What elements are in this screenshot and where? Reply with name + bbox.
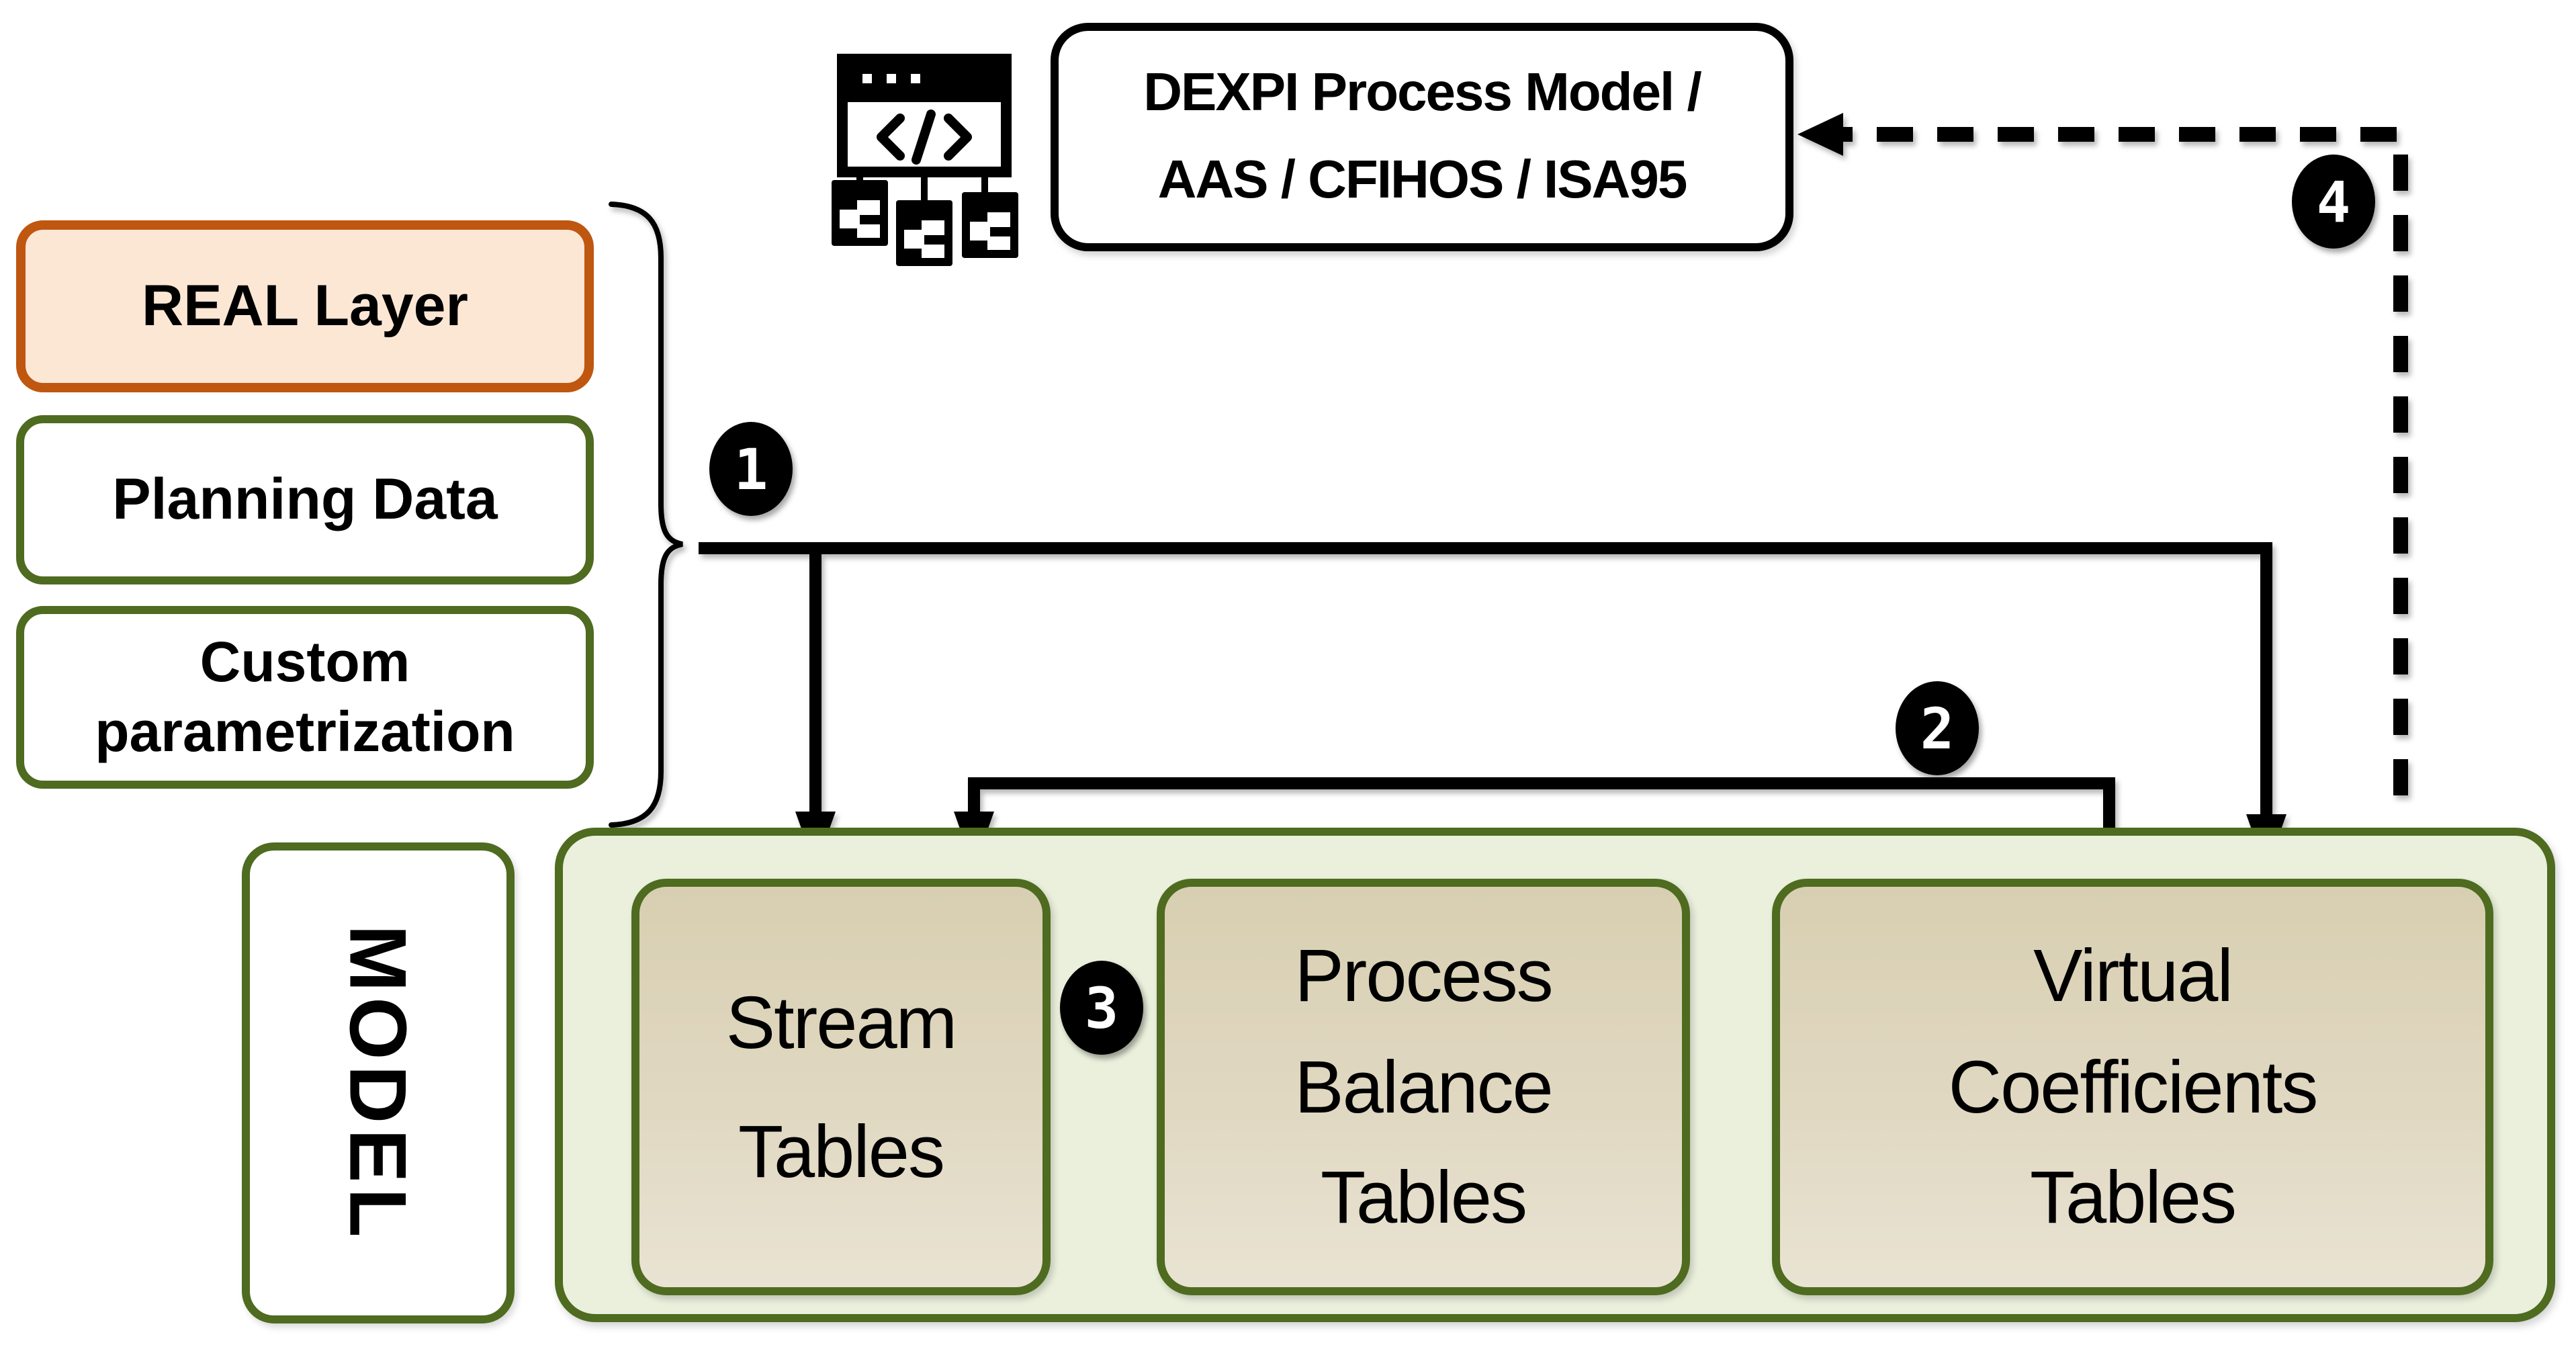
table-icon-2 [896,200,952,266]
planning-data-box: Planning Data [16,415,594,584]
dexpi-process-model-box: DEXPI Process Model / AAS / CFIHOS / ISA… [1051,23,1793,251]
stream-tables-box: Stream Tables [631,879,1051,1295]
stream-tables-line1: Stream [725,980,958,1064]
code-window-tables-icon [832,54,1018,266]
step4-dashed-line [1816,127,2408,820]
virtual-coefficients-line3: Tables [2030,1156,2237,1239]
dexpi-label-line2: AAS / CFIHOS / ISA95 [1157,150,1688,210]
process-balance-line1: Process [1294,934,1553,1018]
step1-connector-line [699,542,2272,817]
process-balance-line2: Balance [1294,1045,1554,1129]
process-balance-line3: Tables [1321,1156,1527,1239]
custom-parametrization-line1: Custom [199,629,410,693]
code-slash [912,110,936,165]
code-window-icon [837,54,1012,177]
custom-parametrization-box: Custom parametrization [16,606,594,789]
code-chevron-right [944,114,972,161]
step4-arrowhead-dexpi [1797,113,1843,156]
virtual-coefficients-line2: Coefficients [1948,1045,2319,1129]
real-layer-label: REAL Layer [142,273,468,338]
left-group-brace [609,202,683,828]
real-layer-box: REAL Layer [16,220,594,392]
table-icon-1 [832,180,888,246]
custom-parametrization-line2: parametrization [95,700,515,763]
step-badge-1: 1 [709,422,793,516]
table-icon-3 [962,192,1018,258]
step-badge-4: 4 [2292,155,2375,249]
step-badge-2: 2 [1896,681,1979,775]
virtual-coefficients-tables-box: Virtual Coefficients Tables [1772,879,2493,1295]
step-badge-3: 3 [1060,961,1143,1055]
process-balance-tables-box: Process Balance Tables [1157,879,1690,1295]
model-label: MODEL [333,924,423,1242]
stream-tables-line2: Tables [738,1110,945,1193]
dexpi-label-line1: DEXPI Process Model / [1143,63,1701,123]
planning-data-label: Planning Data [112,467,498,531]
code-chevron-left [877,114,905,161]
virtual-coefficients-line1: Virtual [2033,934,2233,1018]
model-box: MODEL [242,842,515,1323]
